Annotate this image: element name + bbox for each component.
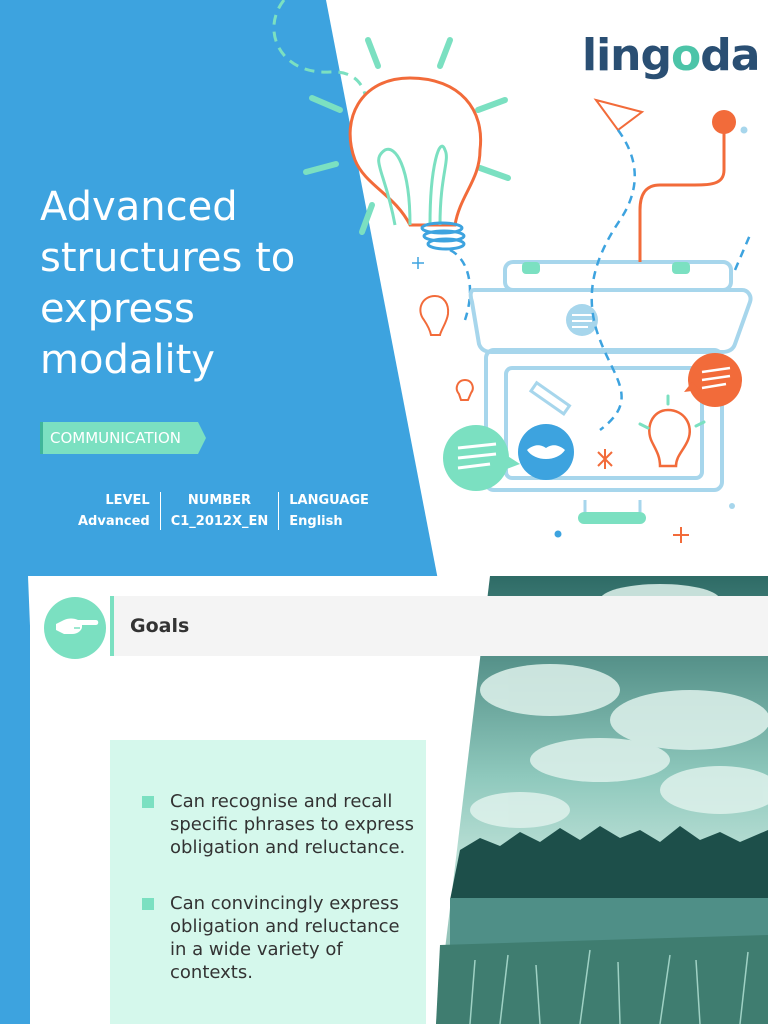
goals-header: Goals — [110, 596, 768, 656]
goals-list: Can recognise and recall specific phrase… — [110, 740, 426, 984]
meta-number: NUMBER C1_2012X_EN — [170, 493, 269, 529]
meta-language: LANGUAGE English — [289, 493, 369, 529]
meta-divider — [278, 492, 280, 530]
meta-level: LEVEL Advanced — [78, 493, 150, 529]
goals-card: Can recognise and recall specific phrase… — [110, 740, 426, 1024]
lingoda-logo: lingoda — [582, 30, 760, 81]
lightbulb-briefcase-illustration — [303, 37, 753, 543]
goals-title: Goals — [130, 615, 190, 637]
meta-divider — [159, 492, 161, 530]
course-title: Advanced structures to express modality — [40, 184, 296, 383]
pointing-hand-icon — [44, 597, 106, 659]
goal-item: Can recognise and recall specific phrase… — [142, 791, 415, 858]
category-tag: COMMUNICATION — [40, 422, 206, 454]
goal-item: Can convincingly express obligation and … — [142, 892, 416, 984]
course-meta: LEVEL Advanced NUMBER C1_2012X_EN LANGUA… — [78, 490, 379, 532]
